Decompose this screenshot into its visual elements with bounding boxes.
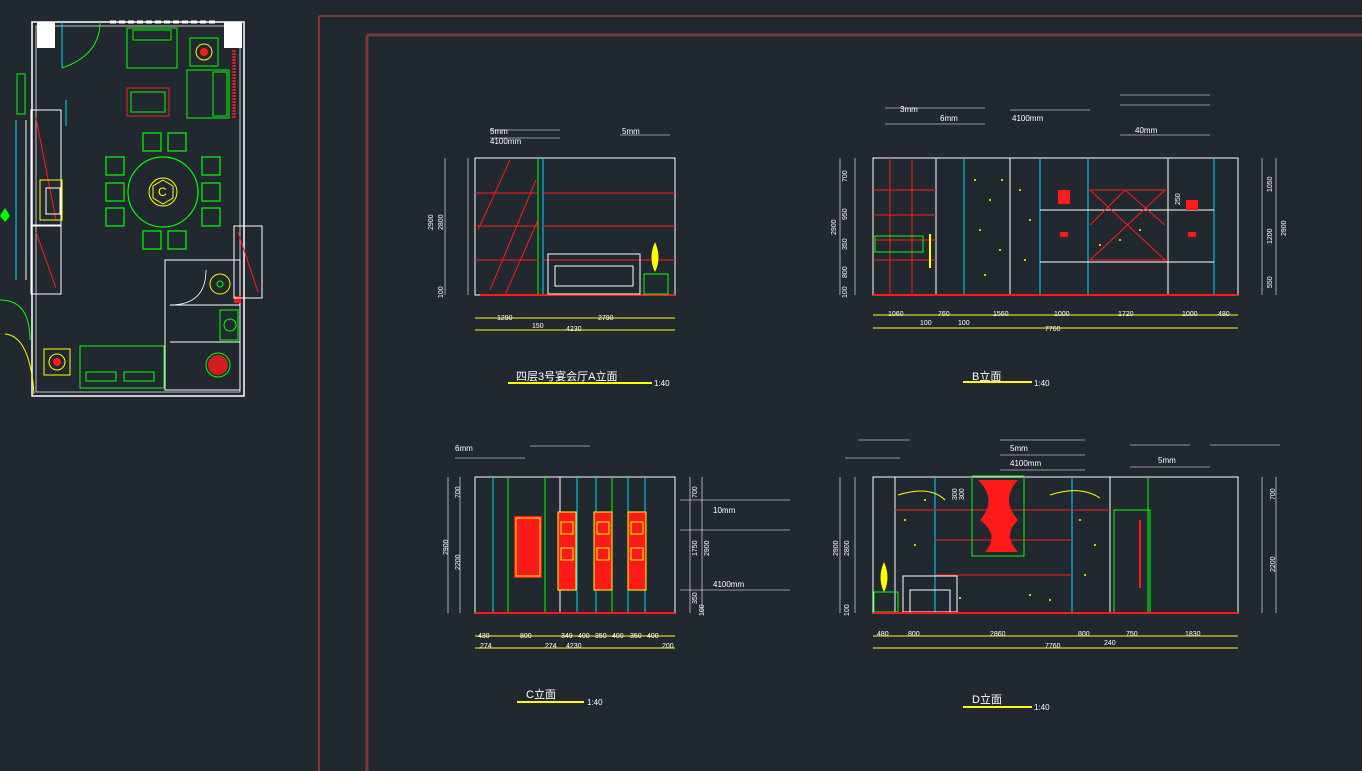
- elevation-a-dim-w1: 2790: [598, 315, 614, 322]
- elevation-c-dim-h0: 2900: [443, 539, 450, 555]
- elevation-d-dim-h0: 2900: [833, 540, 840, 556]
- elevation-a-dim-h1: 2800: [438, 214, 445, 230]
- elevation-b-dim-w3: 1000: [1054, 311, 1070, 318]
- elevation-b-title: B立面: [972, 369, 1001, 383]
- elevation-d-dim-w1: 800: [908, 631, 920, 638]
- elevation-b-dim-h2: 950: [842, 208, 849, 220]
- elevation-c-dim-r0: 700: [692, 486, 699, 498]
- elevation-a-dim-w2: 150: [532, 323, 544, 330]
- elevation-b-dim-w5: 1000: [1182, 311, 1198, 318]
- elevation-b-dim-r2: 550: [1267, 276, 1274, 288]
- elevation-c-note-0: 6mm: [455, 444, 473, 453]
- elevation-c-dim-r2: 350: [692, 592, 699, 604]
- elevation-b-note-2: 3mm: [900, 105, 918, 114]
- elevation-c-dim-w7: 400: [647, 633, 659, 640]
- elevation-c-title: C立面: [526, 687, 556, 701]
- elevation-c-scale: 1:40: [587, 698, 603, 707]
- elevation-d-dim-total: 7760: [1045, 643, 1061, 650]
- elevation-b-dim-total: 7760: [1045, 326, 1061, 333]
- elevation-d-scale: 1:40: [1034, 703, 1050, 712]
- elevation-d-dim-w5: 1830: [1185, 631, 1201, 638]
- elevation-c-dim-w5: 400: [612, 633, 624, 640]
- elevation-d-note-3: 300: [952, 488, 959, 500]
- elevation-d-note-1: 4100mm: [1010, 459, 1041, 468]
- elevation-b-dim-r1: 1200: [1267, 228, 1274, 244]
- elevation-d-dim-r1: 2200: [1270, 556, 1277, 572]
- elevation-c-dim-w3: 400: [578, 633, 590, 640]
- elevation-d-note-0: 5mm: [1010, 444, 1028, 453]
- elevation-b-sparkles: [974, 179, 1141, 276]
- elevation-b-dim-w0: 1060: [888, 311, 904, 318]
- elevation-a-dim-total: 4230: [566, 326, 582, 333]
- elevation-a-scale: 1:40: [654, 379, 670, 388]
- elevation-c-dim-w2: 349: [561, 633, 573, 640]
- elevation-b-dim-w6: 480: [1218, 311, 1230, 318]
- elevation-c: [447, 445, 790, 649]
- elevation-c-dim-w1: 800: [520, 633, 532, 640]
- elevation-d-title: D立面: [972, 692, 1002, 706]
- elevation-a-dim-h0: 2900: [428, 214, 435, 230]
- elevation-c-note-2: 4100mm: [713, 580, 744, 589]
- elevation-b-dim-w8: 100: [958, 320, 970, 327]
- elevation-b-dim-h3: 350: [842, 238, 849, 250]
- elevation-d-dim-h1: 2800: [844, 540, 851, 556]
- elevation-b-note-1: 40mm: [1135, 126, 1158, 135]
- elevation-c-dim-w6: 350: [630, 633, 642, 640]
- elevation-b-dim-w2: 1560: [993, 311, 1009, 318]
- elevation-b-scale: 1:40: [1034, 379, 1050, 388]
- elevation-d-note-4: 300: [959, 488, 966, 500]
- elevation-d-dim-w2: 2860: [990, 631, 1006, 638]
- elevation-b-dim-w7: 100: [920, 320, 932, 327]
- elevation-a-title: 四层3号宴会厅A立面: [516, 369, 617, 383]
- elevation-d-note-2: 5mm: [1158, 456, 1176, 465]
- elevation-b-dim-r3: 2900: [1281, 220, 1288, 236]
- elevation-b-dim-w4: 1720: [1118, 311, 1134, 318]
- elevation-c-dim-r3: 100: [699, 604, 706, 616]
- elevation-c-dim-w0: 430: [478, 633, 490, 640]
- elevation-b-dim-h1: 700: [842, 170, 849, 182]
- elevation-b-note-4: 250: [1175, 193, 1182, 205]
- elevation-c-dim-r1: 1750: [692, 540, 699, 556]
- elevation-d-dim-r0: 700: [1270, 488, 1277, 500]
- elevation-d-sparkles: [904, 499, 1096, 601]
- svg-text:C: C: [158, 185, 167, 199]
- elevation-d-dim-h2: 100: [844, 604, 851, 616]
- elevation-b: [839, 94, 1277, 329]
- elevation-a-dim-h2: 100: [438, 286, 445, 298]
- elevation-c-dim-r4: 2900: [704, 540, 711, 556]
- elevation-d-dim-w0: 480: [877, 631, 889, 638]
- elevation-a-note-1: 4100mm: [490, 137, 521, 146]
- floor-plan: C: [0, 20, 263, 397]
- elevation-c-dim-w8: 274: [480, 643, 492, 650]
- elevation-a-note-0: 5mm: [490, 127, 508, 136]
- elevation-c-note-1: 10mm: [713, 506, 736, 515]
- elevation-b-dim-h5: 100: [842, 286, 849, 298]
- elevation-b-note-3: 6mm: [940, 114, 958, 123]
- elevation-b-dim-h4: 800: [842, 266, 849, 278]
- elevation-a-note-2: 5mm: [622, 127, 640, 136]
- elevation-b-dim-w1: 760: [938, 311, 950, 318]
- elevation-c-dim-h2: 2200: [455, 554, 462, 570]
- elevation-c-dim-w9: 274: [545, 643, 557, 650]
- elevation-b-note-0: 4100mm: [1012, 114, 1043, 123]
- elevation-d: [839, 439, 1280, 649]
- elevation-a-dim-w0: 1290: [497, 315, 513, 322]
- elevation-c-dim-total: 4230: [566, 643, 582, 650]
- elevation-c-dim-w10: 200: [662, 643, 674, 650]
- elevation-c-dim-h1: 700: [455, 486, 462, 498]
- elevation-d-dim-w6: 240: [1104, 640, 1116, 647]
- elevation-d-dim-w4: 750: [1126, 631, 1138, 638]
- elevation-d-dim-w3: 800: [1078, 631, 1090, 638]
- elevation-b-dim-h0: 2900: [831, 219, 838, 235]
- elevation-c-dim-w4: 350: [595, 633, 607, 640]
- sheet-frame: [318, 15, 1362, 771]
- elevation-b-dim-r0: 1050: [1267, 176, 1274, 192]
- elevation-a: [444, 129, 676, 331]
